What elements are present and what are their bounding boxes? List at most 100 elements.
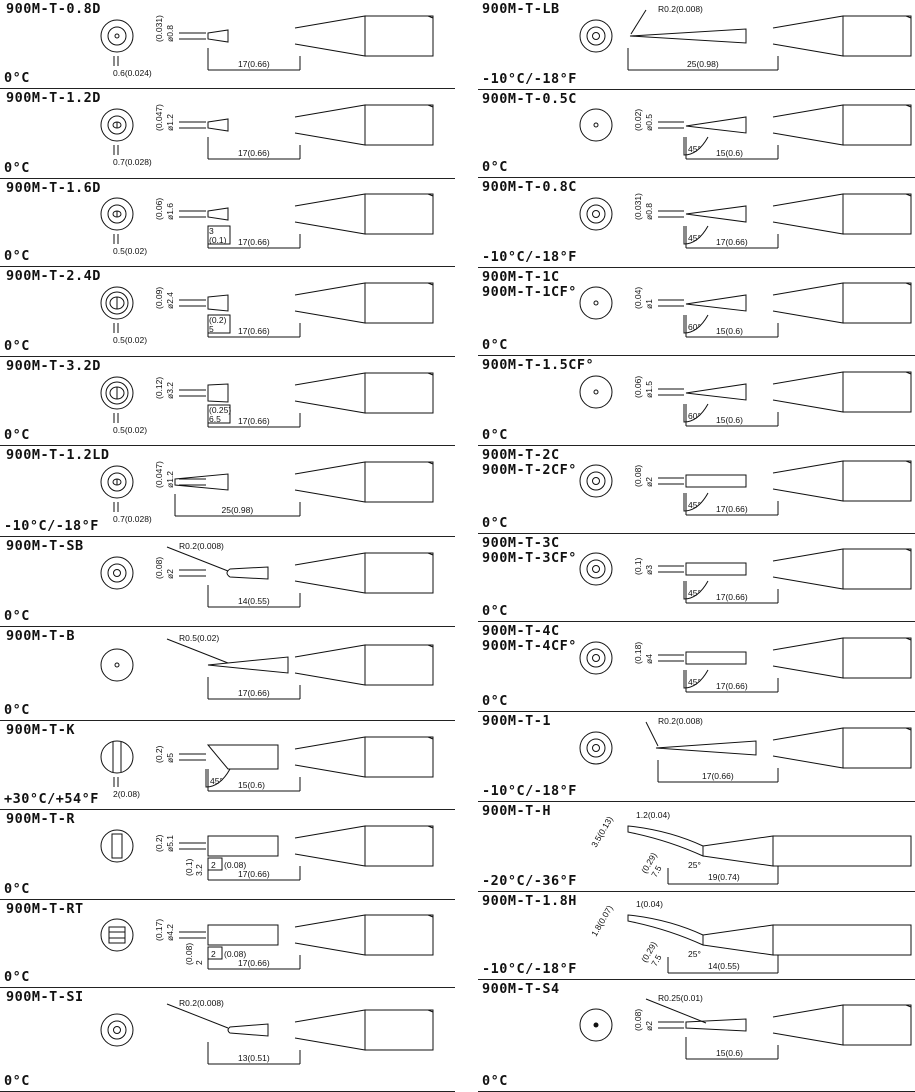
tip-temperature: 0°C	[4, 1073, 30, 1089]
tip-temperature: 0°C	[482, 159, 508, 175]
tip-face-icon	[100, 918, 134, 952]
sub-dim-inch-label: (0.1)	[184, 858, 194, 876]
length-label: 25(0.98)	[687, 59, 719, 69]
tip-face-icon	[579, 641, 613, 675]
tip-temperature: -10°C/-18°F	[482, 249, 577, 265]
diameter-inch-label: (0.06)	[154, 198, 164, 220]
tip-model-name: 900M-T-4C 900M-T-4CF°	[482, 623, 577, 654]
tip-face-icon	[100, 648, 134, 682]
tip-model-name: 900M-T-2.4D	[6, 268, 101, 284]
tip-profile	[207, 294, 229, 312]
tip-drawing: 17(0.66)(0.17)ø4.2(0.08)22(0.08)	[100, 914, 434, 970]
tip-profile	[685, 474, 747, 488]
tip-temperature: 0°C	[4, 608, 30, 624]
tip-profile	[206, 744, 279, 770]
tip-model-name: 900M-T-1.8H	[482, 893, 577, 909]
length-label: 17(0.66)	[702, 771, 734, 781]
tip-size-label: 3.5(0.13)	[589, 814, 615, 849]
tip-drawing: 17(0.66)(0.031)ø0.80.6(0.024)	[100, 15, 434, 78]
tip-face-icon	[579, 464, 613, 498]
diameter-inch-label: (0.2)	[154, 745, 164, 763]
tip-temperature: 0°C	[4, 969, 30, 985]
tip-drawing: 14(0.55)25°1(0.04)1.8(0.07)(0.29)7.5	[589, 899, 912, 974]
radius-label: R0.2(0.008)	[179, 998, 224, 1008]
length-label: 17(0.66)	[238, 148, 270, 158]
diameter-inch-label: (0.047)	[154, 104, 164, 131]
slot-inch-label: (0.08)	[224, 860, 246, 870]
diameter-mm-label: ø0.8	[165, 25, 175, 42]
tip-drawing: 17(0.66)(0.06)ø1.60.5(0.02)3(0.1)	[100, 193, 434, 256]
tip-profile	[685, 562, 747, 576]
tip-model-name: 900M-T-H	[482, 803, 552, 819]
tip-model-name: 900M-T-1.2D	[6, 90, 101, 106]
diameter-inch-label: (0.031)	[633, 193, 643, 220]
diameter-mm-label: ø1.2	[165, 114, 175, 131]
length-label: 17(0.66)	[238, 237, 270, 247]
sub-dim-label: 6.5	[209, 414, 221, 424]
diameter-mm-label: ø2	[165, 569, 175, 579]
tip-model-name: 900M-T-1.2LD	[6, 447, 110, 463]
angle-label: 25°	[688, 949, 701, 959]
radius-label: R0.2(0.008)	[658, 716, 703, 726]
side-width-label: 0.7(0.028)	[113, 157, 152, 167]
length-label: 17(0.66)	[716, 504, 748, 514]
tip-model-name: 900M-T-LB	[482, 1, 560, 17]
diameter-mm-label: ø0.8	[644, 203, 654, 220]
sub-dim-label: (0.1)	[209, 235, 227, 245]
tip-drawing: 17(0.66)(0.031)ø0.845°	[579, 193, 912, 249]
tip-model-name: 900M-T-1C 900M-T-1CF°	[482, 269, 577, 300]
tip-drawing: 15(0.6)(0.06)ø1.560°	[579, 371, 912, 427]
tip-drawing: 25(0.98)(0.047)ø1.20.7(0.028)	[100, 461, 434, 524]
diameter-inch-label: (0.08)	[633, 1009, 643, 1031]
tip-temperature: -10°C/-18°F	[482, 783, 577, 799]
tip-model-name: 900M-T-K	[6, 722, 76, 738]
side-width-label: 0.5(0.02)	[113, 246, 147, 256]
tip-model-name: 900M-T-R	[6, 811, 76, 827]
tip-drawing: 15(0.6)(0.02)ø0.545°	[579, 104, 912, 160]
diameter-mm-label: ø2	[644, 1021, 654, 1031]
diameter-inch-label: (0.08)	[154, 557, 164, 579]
tip-temperature: 0°C	[4, 702, 30, 718]
tip-temperature: 0°C	[482, 693, 508, 709]
diameter-inch-label: (0.04)	[633, 287, 643, 309]
diameter-inch-label: (0.2)	[154, 834, 164, 852]
tip-profile	[685, 205, 747, 223]
tip-model-name: 900M-T-3.2D	[6, 358, 101, 374]
tip-drawing: 17(0.66) (0.047)ø1.2 0.7(0.028)	[100, 104, 434, 167]
slot-mm-label: 2	[211, 860, 216, 870]
length-label: 17(0.66)	[238, 869, 270, 879]
tip-face-icon	[579, 1008, 613, 1042]
tip-model-name: 900M-T-1.6D	[6, 180, 101, 196]
side-width-label: 0.5(0.02)	[113, 335, 147, 345]
tip-temperature: -10°C/-18°F	[4, 518, 99, 534]
tip-model-name: 900M-T-B	[6, 628, 76, 644]
angle-label: 45°	[688, 500, 701, 510]
sub-dim-label: (0.2)	[209, 315, 227, 325]
tip-profile	[207, 29, 229, 43]
tip-profile	[174, 473, 229, 491]
diameter-mm-label: ø4.2	[165, 924, 175, 941]
right-column: 900M-T-LB -10°C/-18°F 25(0.98) R0.2(0.008) 9…	[478, 0, 915, 1092]
tip-temperature: 0°C	[4, 70, 30, 86]
sub-dim-label: (0.25)	[209, 405, 231, 415]
tip-drawing: 13(0.51)R0.2(0.008)	[100, 998, 434, 1065]
length-label: 17(0.66)	[716, 592, 748, 602]
tip-width-label: 1.2(0.04)	[636, 810, 670, 820]
tip-model-name: 900M-T-SB	[6, 538, 84, 554]
